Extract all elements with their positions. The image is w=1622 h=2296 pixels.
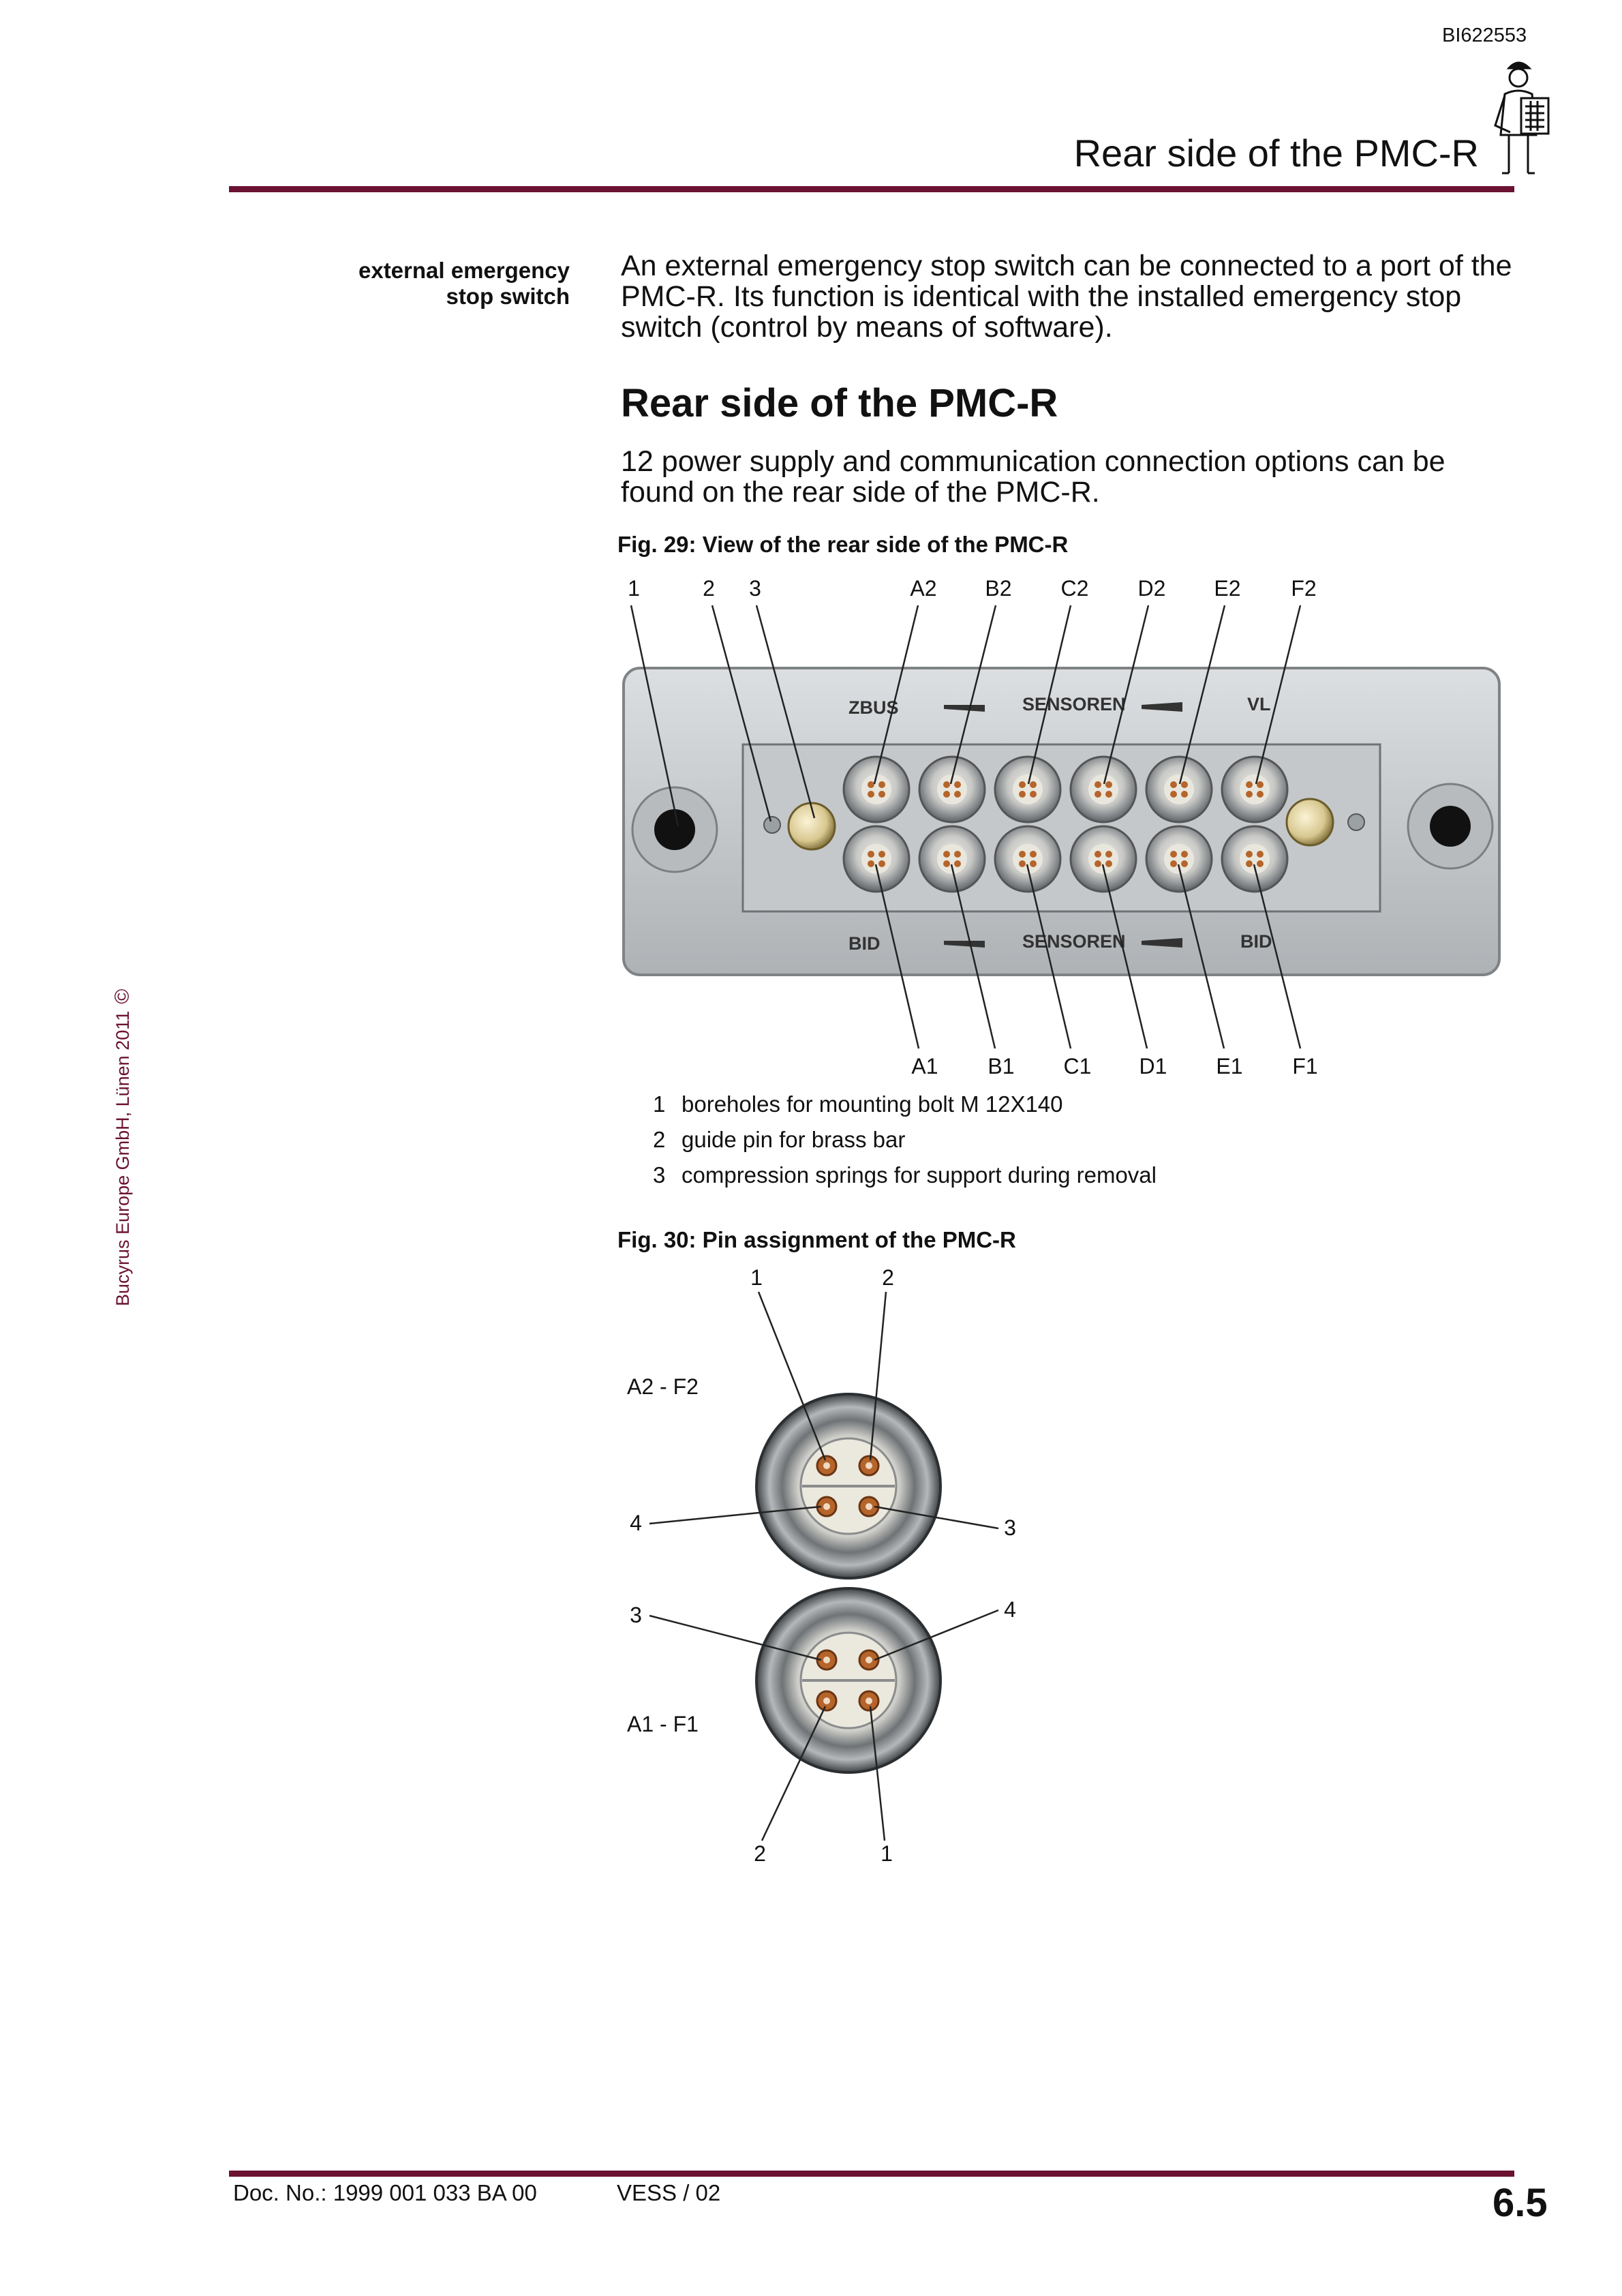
compression-spring-right [1285,798,1334,847]
header-rule [229,186,1514,192]
pin-leader-lines [649,1291,999,1841]
mounting-hole-right [1407,783,1494,870]
callout-c1: C1 [1064,1054,1092,1078]
side-label-line2: stop switch [446,284,570,309]
callout-3: 3 [749,576,761,601]
footer-doc-number: Doc. No.: 1999 001 033 BA 00 [233,2180,537,2205]
connector-row-bottom [842,825,1289,893]
connector-b1 [918,825,986,893]
connector-c2 [994,755,1062,824]
lower-pin-2-label: 2 [754,1841,766,1866]
copyright-notice: Bucyrus Europe GmbH, Lünen 2011 © [111,989,134,1306]
copyright-symbol: © [111,988,134,1004]
section-heading: Rear side of the PMC-R [621,381,1058,425]
leader-lines [630,605,1302,1049]
panel-label-bid-right: BID [1240,931,1272,952]
document-id: BI622553 [1442,25,1527,46]
callout-f2: F2 [1291,576,1316,601]
side-label-line1: external emergency [358,258,570,283]
panel-label-sensoren-bottom: SENSOREN [1022,931,1126,952]
figure-30-caption: Fig. 30: Pin assignment of the PMC-R [617,1227,1016,1252]
page-title: Rear side of the PMC-R [1073,132,1479,175]
upper-pin-1-label: 1 [750,1265,763,1290]
technician-icon [1494,61,1550,175]
footer-rule [229,2171,1514,2177]
guide-pin-right [1347,813,1365,831]
connector-upper [755,1393,942,1580]
connector-f2 [1221,755,1289,824]
connector-d2 [1069,755,1137,824]
callout-a1: A1 [911,1054,938,1078]
connector-a2 [842,755,911,824]
label-a2-f2: A2 - F2 [627,1374,699,1399]
panel-label-bid-left: BID [848,933,881,954]
compression-spring-left [787,802,836,851]
upper-pin-3-label: 3 [1004,1515,1016,1540]
panel-label-zbus: ZBUS [848,697,899,718]
copyright-text: Bucyrus Europe GmbH, Lünen 2011 [112,1010,133,1306]
lower-pin-3-label: 3 [630,1603,642,1627]
pin-assignment-figure: A2 - F2 A1 - F1 1 2 4 3 3 4 2 1 [627,1265,1016,1866]
callout-b2: B2 [985,576,1011,601]
upper-pin-2-label: 2 [882,1265,894,1290]
connector-a1 [842,825,911,893]
footer-version: VESS / 02 [617,2180,721,2205]
connector-e1 [1145,825,1213,893]
connector-f1 [1221,825,1289,893]
connector-c1 [994,825,1062,893]
connector-d1 [1069,825,1137,893]
callout-e1: E1 [1216,1054,1242,1078]
connector-e2 [1145,755,1213,824]
callout-d1: D1 [1139,1054,1167,1078]
callout-c2: C2 [1061,576,1089,601]
lower-pin-4-label: 4 [1004,1597,1016,1622]
rear-side-figure: 1 2 3 A2 B2 C2 D2 E2 F2 ZBUS SENSOREN VL… [622,576,1501,1078]
callout-f1: F1 [1292,1054,1317,1078]
upper-pin-4-label: 4 [630,1511,642,1535]
callout-d2: D2 [1138,576,1166,601]
guide-pin-left [763,816,781,834]
connector-lower [755,1587,942,1774]
callout-a2: A2 [910,576,936,601]
connector-plate [741,743,1381,913]
callout-1: 1 [628,576,640,601]
callout-2: 2 [703,576,715,601]
side-label: external emergency stop switch [358,258,570,309]
mounting-hole-left [631,786,718,873]
callout-e2: E2 [1214,576,1240,601]
panel-label-vl: VL [1247,694,1271,714]
panel-label-sensoren-top: SENSOREN [1022,694,1126,714]
description-paragraph: 12 power supply and communication connec… [621,445,1445,509]
connector-b2 [918,755,986,824]
intro-paragraph: An external emergency stop switch can be… [621,250,1512,344]
lower-pin-1-label: 1 [881,1841,893,1866]
callout-b1: B1 [988,1054,1014,1078]
figure-29-caption: Fig. 29: View of the rear side of the PM… [617,532,1069,557]
page-number: 6.5 [1493,2181,1548,2225]
connector-row-top [842,755,1289,824]
label-a1-f1: A1 - F1 [627,1712,699,1736]
